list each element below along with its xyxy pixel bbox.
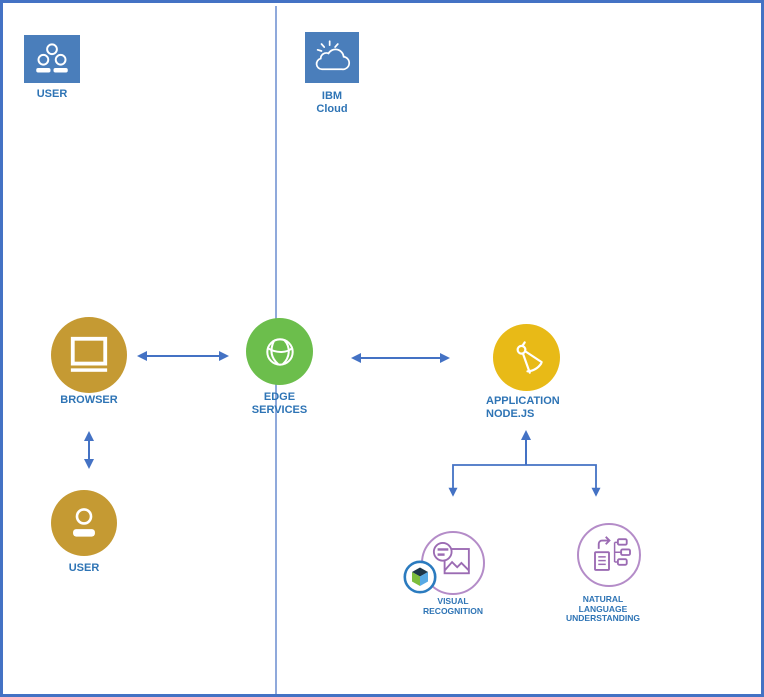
- nlu-label-line2: LANGUAGE: [578, 603, 628, 614]
- cube-icon: [403, 560, 437, 594]
- application-label-line2: NODE.JS: [486, 407, 535, 420]
- edge-services-label-line2: SERVICES: [251, 403, 308, 416]
- arrow-branch-to-services: [448, 464, 601, 497]
- nlu-label: NATURAL LANGUAGE UNDERSTANDING: [551, 594, 655, 624]
- person-icon: [73, 508, 95, 537]
- browser-node: [51, 317, 127, 393]
- compass-icon: [516, 340, 543, 374]
- ibm-cloud-label-line2: Cloud: [316, 103, 348, 115]
- document-extraction-icon: [594, 536, 631, 571]
- visual-recognition-label: VISUAL RECOGNITION: [403, 596, 503, 616]
- nlu-label-line1: NATURAL: [582, 594, 624, 604]
- nlu-label-line3: UNDERSTANDING: [566, 613, 640, 623]
- monitor-icon: [70, 336, 108, 372]
- users-icon: [36, 43, 68, 73]
- user-label: USER: [54, 562, 114, 575]
- browser-label-text: BROWSER: [60, 394, 118, 406]
- visual-recognition-label-line2: RECOGNITION: [423, 605, 483, 616]
- application-label-line1: APPLICATION: [486, 395, 560, 407]
- application-label: APPLICATION NODE.JS: [486, 395, 578, 420]
- cloud-icon: [315, 39, 351, 70]
- edge-services-label-line1: EDGE: [263, 391, 296, 403]
- application-node: [493, 324, 560, 391]
- user-zone-badge: [24, 35, 80, 83]
- ibm-cloud-label: IBM Cloud: [297, 90, 367, 116]
- image-recognition-icon: [432, 542, 470, 575]
- ibm-cloud-label-line1: IBM: [321, 90, 343, 102]
- globe-icon: [265, 337, 294, 366]
- edge-services-label: EDGE SERVICES: [239, 391, 320, 416]
- nlu-node: [577, 523, 641, 587]
- browser-label: BROWSER: [47, 394, 131, 407]
- ibm-cloud-badge: [305, 32, 359, 83]
- user-zone-label: USER: [22, 88, 82, 101]
- edge-services-node: [246, 318, 313, 385]
- user-zone-label-text: USER: [36, 88, 68, 100]
- user-node: [51, 490, 117, 556]
- cube-badge: [402, 559, 438, 595]
- visual-recognition-label-line1: VISUAL: [437, 596, 469, 606]
- user-label-text: USER: [68, 562, 100, 574]
